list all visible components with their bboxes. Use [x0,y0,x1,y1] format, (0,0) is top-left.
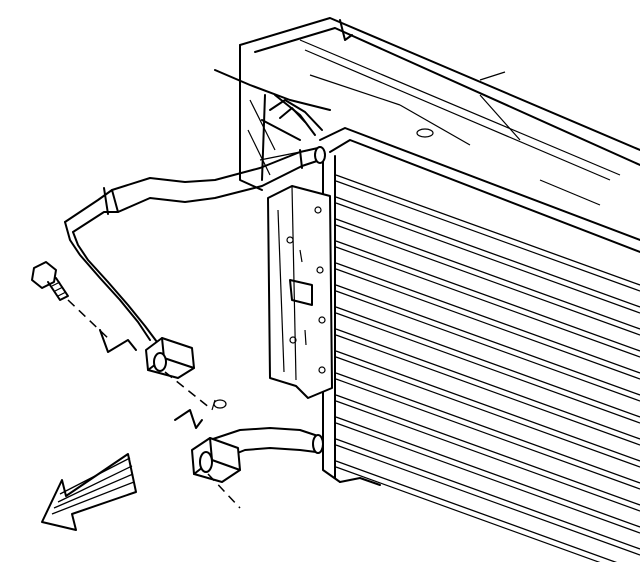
condenser-tube [335,372,640,484]
condenser-tube [335,328,640,440]
upper-fitting [145,337,195,379]
condenser-tube-edge [335,290,640,402]
condenser-tube-edge [335,444,640,556]
condenser-fins [335,174,640,562]
condenser-tube-edge [335,224,640,336]
lower-line [191,427,324,483]
bolt-icon [31,261,69,301]
condenser-tube-edge [335,180,640,292]
condenser-tube [335,416,640,528]
condenser-core [319,127,640,562]
condenser-tube [335,460,618,562]
condenser-tube-edge [335,334,640,446]
condenser-tube-edge [335,202,640,314]
condenser-tube [335,196,640,308]
condenser-tube [335,174,640,286]
condenser-tube-edge [335,400,640,512]
condenser-tube [335,218,640,330]
condenser-tube-edge [335,356,640,468]
condenser-tube [335,306,640,418]
condenser-tube [335,394,640,506]
condenser-tube [335,284,640,396]
condenser-tube-edge [335,312,640,424]
arrow-down-left-icon [41,453,137,531]
condenser-tube-edge [335,246,640,358]
condenser-tube [335,240,640,352]
mounting-bracket [267,185,333,399]
condenser-tube [335,262,640,374]
radiator-frame [214,17,640,206]
upper-line [64,99,326,343]
o-ring [211,399,227,411]
condenser-tube-edge [335,466,601,562]
condenser-tube [335,438,640,550]
condenser-tube-edge [335,422,640,534]
condenser-tube-edge [335,378,640,490]
assembly-lines [67,299,241,509]
condenser-tube-edge [335,268,640,380]
condenser-tube [335,350,640,462]
